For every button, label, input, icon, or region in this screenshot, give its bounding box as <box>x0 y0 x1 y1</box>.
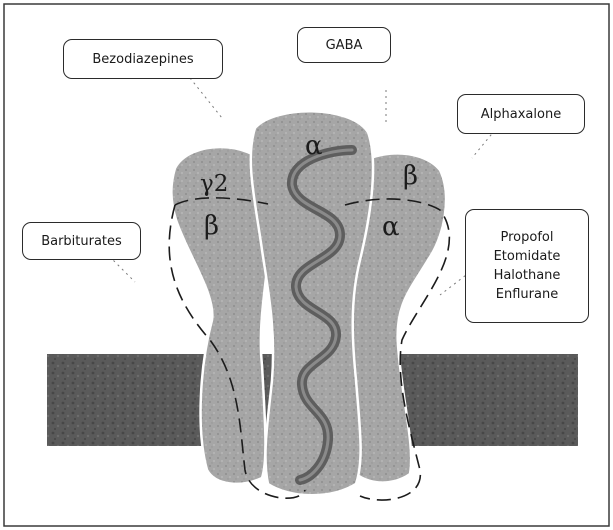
leader-alphaxalone <box>472 130 495 158</box>
label-barbiturates: Barbiturates <box>22 222 141 260</box>
anesthetic-propofol: Propofol <box>501 228 554 247</box>
subunit-label-right-bottom: α <box>382 212 400 242</box>
label-benzodiazepines: Bezodiazepines <box>63 39 223 79</box>
subunit-label-left-top: γ2 <box>200 171 228 197</box>
label-anesthetics: Propofol Etomidate Halothane Enflurane <box>465 209 589 323</box>
anesthetic-etomidate: Etomidate <box>494 247 561 266</box>
subunit-label-left-bottom: β <box>204 211 219 241</box>
subunit-label-right-top: β <box>403 161 418 191</box>
anesthetic-halothane: Halothane <box>494 266 561 285</box>
label-alphaxalone: Alphaxalone <box>457 94 585 134</box>
leader-benzodiazepines <box>190 78 222 118</box>
anesthetic-enflurane: Enflurane <box>496 285 558 304</box>
subunit-label-center: α <box>305 131 323 161</box>
label-gaba: GABA <box>297 27 391 63</box>
